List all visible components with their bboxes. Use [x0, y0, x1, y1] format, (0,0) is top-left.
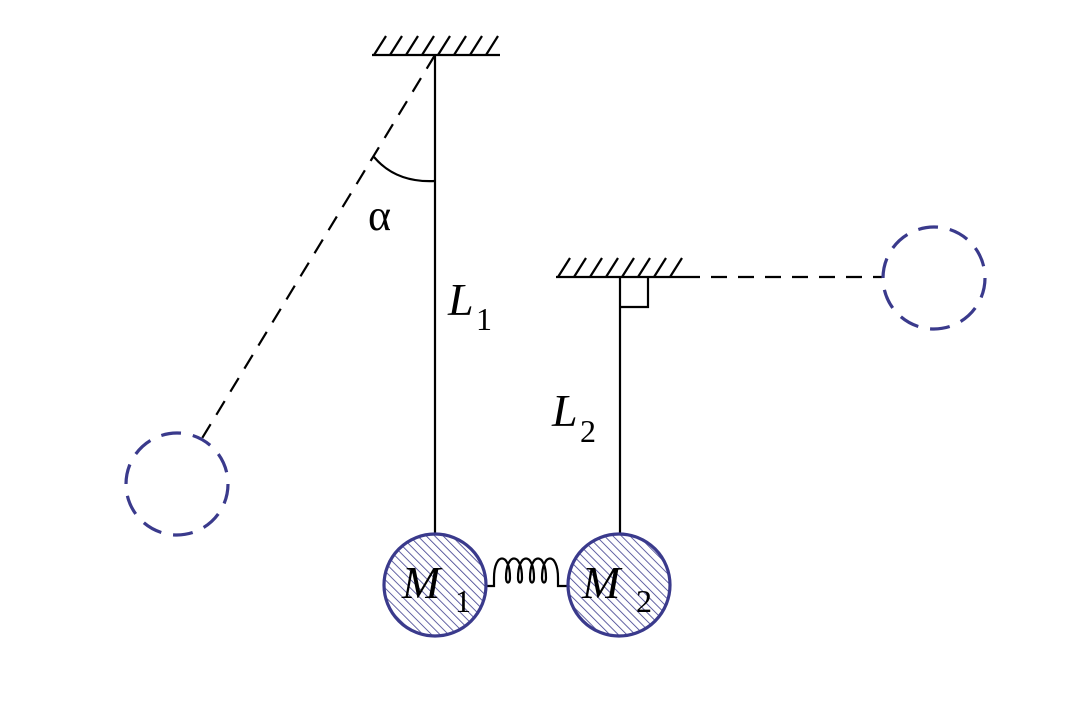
ceiling-support-2 [556, 257, 684, 279]
length-label-1: L 1 [447, 274, 492, 337]
svg-text:L: L [551, 385, 578, 436]
spring-icon [486, 557, 568, 588]
hatched-ceiling-icon [557, 257, 683, 278]
displaced-mass-1 [124, 431, 230, 537]
mass-1: M 1 [382, 532, 488, 638]
hatched-ceiling-icon [373, 35, 499, 56]
svg-text:1: 1 [476, 301, 492, 337]
right-angle-icon [620, 277, 650, 309]
svg-text:L: L [447, 274, 474, 325]
mass-2: M 2 [566, 532, 672, 638]
displaced-string-1 [200, 54, 436, 441]
alpha-label: α [368, 191, 391, 240]
svg-text:M: M [581, 557, 623, 608]
svg-text:2: 2 [636, 583, 652, 619]
angle-arc [373, 156, 436, 183]
ceiling-support-1 [372, 35, 500, 57]
svg-text:1: 1 [455, 583, 471, 619]
svg-text:M: M [401, 557, 443, 608]
displaced-mass-2 [881, 225, 987, 331]
svg-text:2: 2 [580, 413, 596, 449]
length-label-2: L 2 [551, 385, 596, 449]
